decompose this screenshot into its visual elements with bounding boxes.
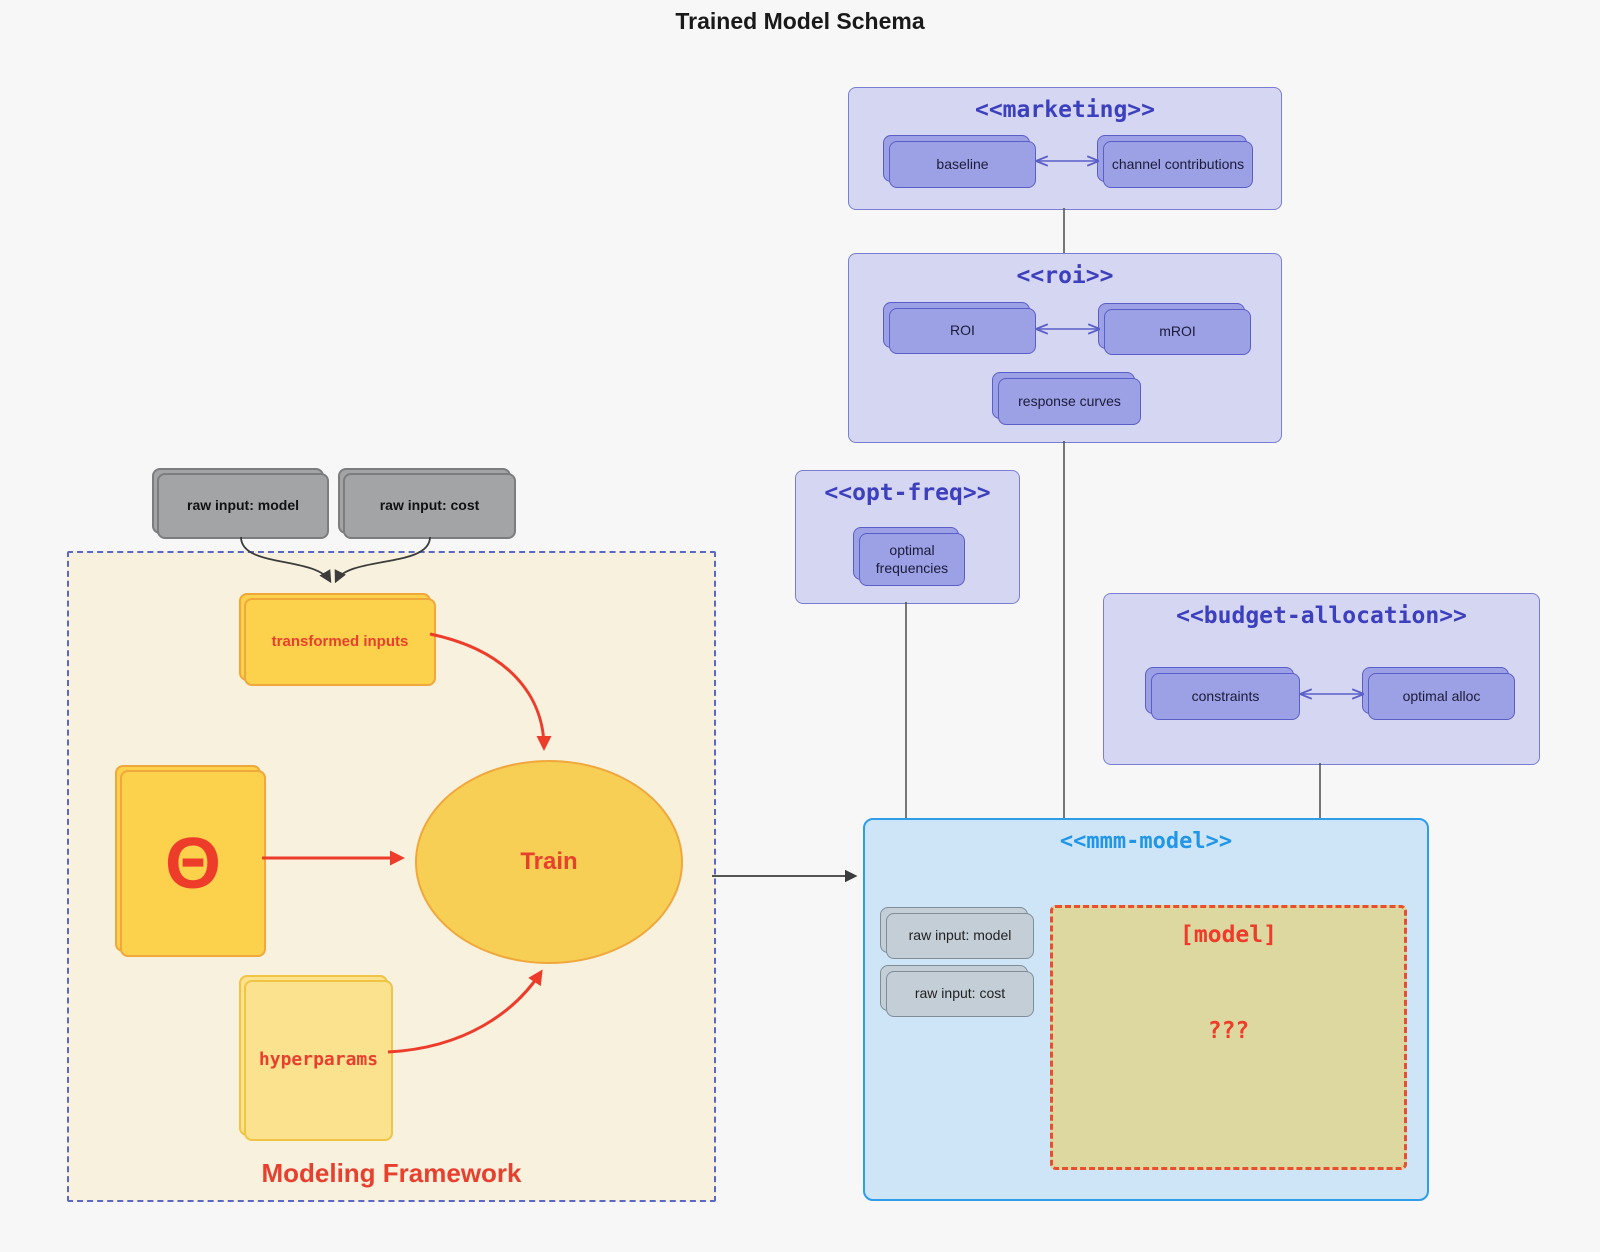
- opt-freq-container: <<opt-freq>> optimal frequencies: [795, 470, 1020, 604]
- model-placeholder-box: [model] ???: [1050, 905, 1407, 1170]
- node-raw-input-cost: raw input: cost: [338, 468, 516, 539]
- budget-allocation-title: <<budget-allocation>>: [1176, 603, 1467, 629]
- node-roi: ROI: [883, 302, 1036, 354]
- node-raw-input-model: raw input: model: [152, 468, 329, 539]
- node-optimal-alloc: optimal alloc: [1362, 667, 1515, 720]
- model-placeholder-label: [model]: [1180, 922, 1277, 948]
- model-unknown-label: ???: [1207, 1018, 1250, 1044]
- mmm-model-title: <<mmm-model>>: [1059, 829, 1233, 854]
- marketing-title: <<marketing>>: [974, 97, 1155, 123]
- node-constraints: constraints: [1145, 667, 1300, 720]
- node-optimal-frequencies: optimal frequencies: [853, 527, 965, 586]
- node-response-curves: response curves: [992, 372, 1141, 425]
- node-baseline: baseline: [883, 135, 1036, 188]
- budget-allocation-container: <<budget-allocation>> constraints optima…: [1103, 593, 1540, 765]
- modeling-framework-label: Modeling Framework: [261, 1158, 522, 1188]
- node-mmm-raw-input-cost: raw input: cost: [880, 965, 1034, 1017]
- node-transformed-inputs: transformed inputs: [239, 593, 436, 686]
- marketing-container: <<marketing>> baseline channel contribut…: [848, 87, 1282, 210]
- modeling-framework-container: transformed inputs Θ Train hyperparams M…: [67, 551, 716, 1202]
- mmm-model-container: <<mmm-model>> raw input: model raw input…: [863, 818, 1429, 1201]
- node-train-ellipse: Train: [415, 760, 683, 964]
- roi-title: <<roi>>: [1016, 263, 1114, 289]
- node-theta: Θ: [115, 765, 266, 957]
- node-mroi: mROI: [1098, 303, 1251, 355]
- roi-container: <<roi>> ROI mROI response curves: [848, 253, 1282, 443]
- page-title: Trained Model Schema: [675, 8, 925, 34]
- node-hyperparams: hyperparams: [239, 975, 393, 1141]
- node-channel-contributions: channel contributions: [1097, 135, 1253, 188]
- opt-freq-title: <<opt-freq>>: [824, 480, 991, 506]
- node-mmm-raw-input-model: raw input: model: [880, 907, 1034, 959]
